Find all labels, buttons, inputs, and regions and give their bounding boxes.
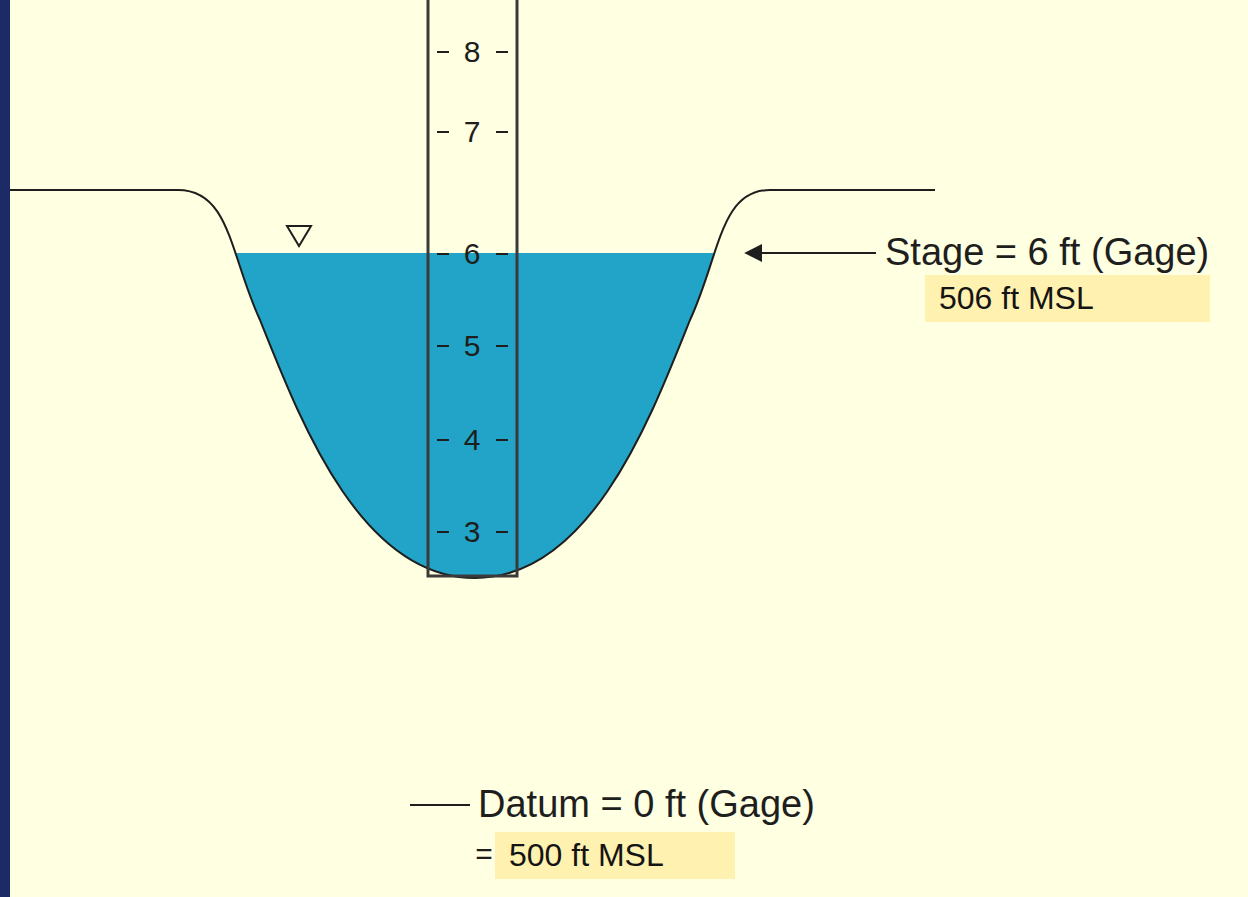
gage-number: 6 xyxy=(464,237,481,272)
elevation-highlight: 500 ft MSL xyxy=(495,832,735,879)
equals-sign: = xyxy=(475,837,493,872)
staff-gage xyxy=(428,0,517,576)
elevation-text: 500 ft MSL xyxy=(509,837,664,874)
datum-label: Datum = 0 ft (Gage) xyxy=(478,783,815,827)
datum-line xyxy=(410,804,470,806)
gage-number: 5 xyxy=(464,329,481,364)
gage-number: 3 xyxy=(464,515,481,550)
elevation-text: 506 ft MSL xyxy=(939,280,1094,317)
gage-ticks xyxy=(437,52,508,532)
water-surface-symbol xyxy=(287,226,311,246)
channel-bank xyxy=(10,190,935,578)
gage-number: 4 xyxy=(464,423,481,458)
water-fill xyxy=(178,253,770,578)
stage-pointer-arrow xyxy=(746,252,876,254)
elevation-highlight: 506 ft MSL xyxy=(925,275,1210,322)
stage-label: Stage = 6 ft (Gage) xyxy=(885,231,1209,275)
slide-panel xyxy=(10,0,1248,897)
gage-number: 8 xyxy=(464,35,481,70)
gage-number: 7 xyxy=(464,115,481,150)
